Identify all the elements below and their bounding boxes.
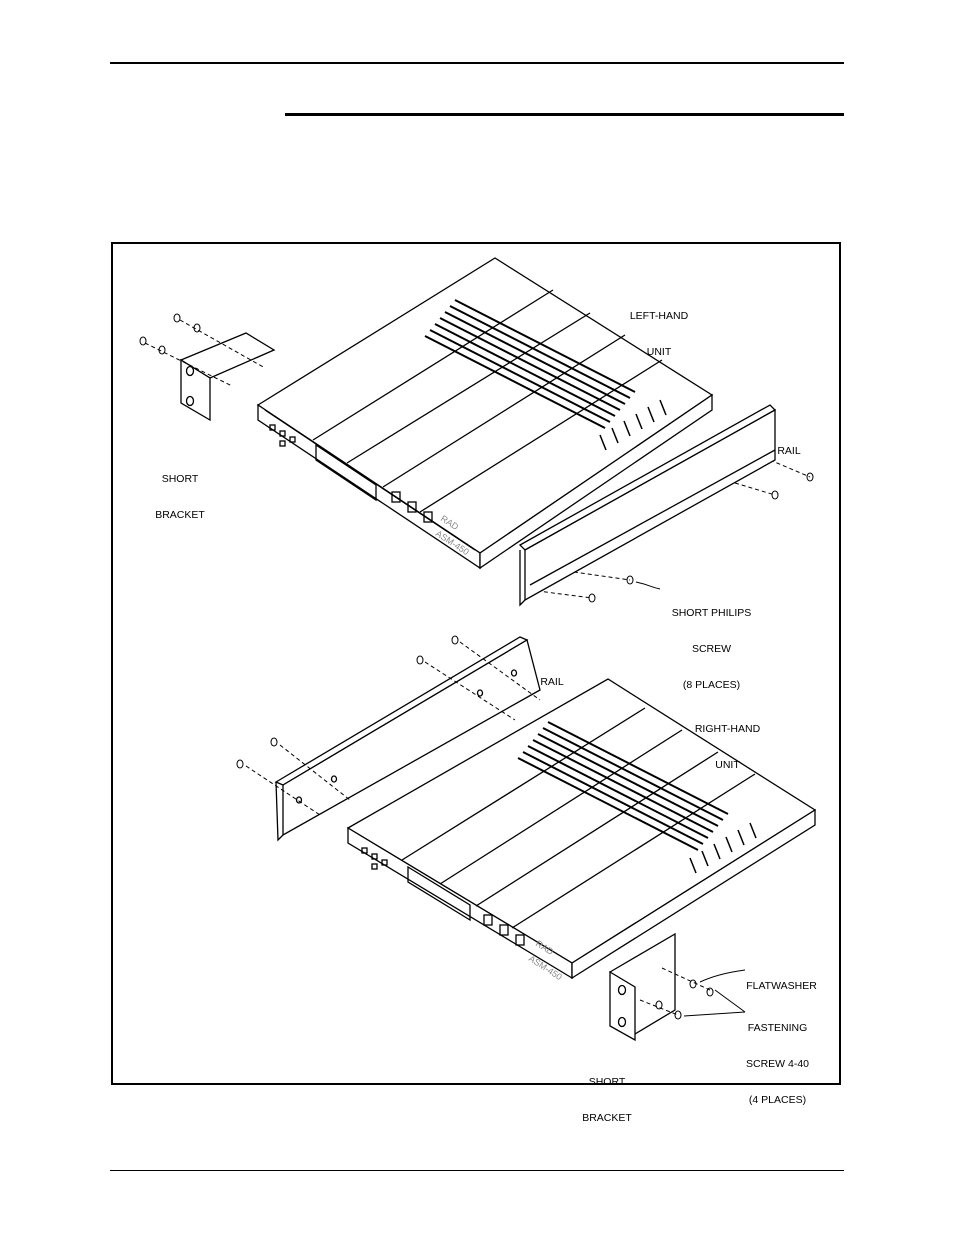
label-line: FLATWASHER	[744, 980, 819, 992]
label-rail-bottom: RAIL	[537, 652, 567, 700]
label-fastening-screw: FASTENING SCREW 4-40 (4 PLACES)	[740, 998, 815, 1118]
footer-rule	[110, 1170, 844, 1171]
label-line: SHORT	[577, 1076, 637, 1088]
label-line: UNIT	[690, 759, 765, 771]
short-bracket-bottom	[610, 934, 675, 1040]
label-line: UNIT	[624, 346, 694, 358]
label-short-philips-screw: SHORT PHILIPS SCREW (8 PLACES)	[664, 583, 759, 703]
label-line: LEFT-HAND	[624, 310, 694, 322]
label-line: BRACKET	[150, 509, 210, 521]
label-line: (4 PLACES)	[740, 1094, 815, 1106]
label-line: SHORT PHILIPS	[664, 607, 759, 619]
label-line: RAIL	[774, 445, 804, 457]
label-left-hand-unit: LEFT-HAND UNIT	[624, 286, 694, 370]
label-line: FASTENING	[740, 1022, 815, 1034]
label-line: RIGHT-HAND	[690, 723, 765, 735]
label-right-hand-unit: RIGHT-HAND UNIT	[690, 699, 765, 783]
label-rail-top: RAIL	[774, 421, 804, 469]
label-short-bracket-bottom: SHORT BRACKET	[577, 1052, 637, 1136]
label-line: SCREW 4-40	[740, 1058, 815, 1070]
label-line: SHORT	[150, 473, 210, 485]
label-line: (8 PLACES)	[664, 679, 759, 691]
label-short-bracket-top: SHORT BRACKET	[150, 449, 210, 533]
label-line: BRACKET	[577, 1112, 637, 1124]
label-flatwasher: FLATWASHER	[744, 956, 819, 1004]
label-line: RAIL	[537, 676, 567, 688]
label-line: SCREW	[664, 643, 759, 655]
